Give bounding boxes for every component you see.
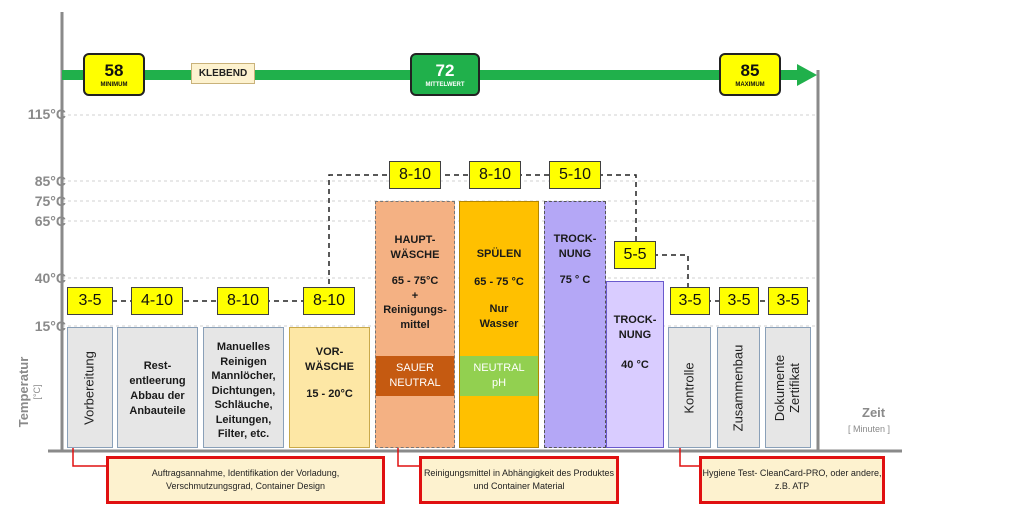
maximum-label: MAXIMUM [735, 81, 765, 88]
step-manuelles-line-1: Manuelles [216, 341, 271, 353]
step-hauptwaesche-spacer [376, 263, 454, 274]
y-axis-title: Temperatur [°C] [4, 352, 54, 432]
step-trocknung-40-line-1: TROCK- [613, 314, 657, 326]
step-kontrolle-label: Kontrolle [681, 361, 697, 414]
step-trocknung-75-line-2: NUNG [558, 247, 592, 260]
step-restentleerung-line-1: Rest- [143, 360, 172, 372]
temp-tick-75: 75°C [34, 193, 66, 209]
temp-tick-115: 115°C [27, 106, 66, 122]
mittelwert-value: 72 [435, 60, 455, 80]
step-restentleerung-line-3: Abbau der [130, 389, 185, 402]
step-hauptwaesche-line-2: WÄSCHE [390, 248, 440, 261]
y-axis-unit: [°C] [31, 384, 42, 400]
step-manuelles-line-7: Filter, etc. [217, 428, 270, 441]
step-vorwaesche: VOR- WÄSCHE 15 - 20°C [289, 327, 370, 448]
duration-badge-kontrolle: 3-5 [670, 287, 710, 315]
step-manuelles-line-6: Leitungen, [215, 413, 272, 426]
step-spuelen-temp: 65 - 75 °C [474, 275, 524, 288]
duration-badge-vorwaesche: 8-10 [303, 287, 355, 315]
step-hauptwaesche-line-1: HAUPT- [394, 234, 436, 246]
mittelwert-label: MITTELWERT [425, 81, 465, 88]
step-restentleerung-line-4: Anbauteile [129, 404, 186, 417]
duration-badge-trocknung-75: 5-10 [549, 161, 601, 189]
temp-tick-85: 85°C [34, 173, 66, 189]
step-spuelen: SPÜLEN 65 - 75 °C Nur Wasser NEUTRAL pH [459, 201, 539, 448]
step-trocknung-75-temp: 75 ° C [559, 273, 591, 286]
step-trocknung-40: TROCK- NUNG 40 °C [606, 281, 664, 448]
step-vorwaesche-line-2: WÄSCHE [305, 360, 354, 373]
step-trocknung-75: TROCK- NUNG 75 ° C [544, 201, 606, 448]
step-restentleerung-line-2: entleerung [129, 374, 186, 387]
minimum-value: 58 [104, 60, 124, 80]
step-vorbereitung: Vorbereitung [67, 327, 113, 448]
step-hauptwaesche-line-7: mittel [400, 319, 430, 332]
duration-badge-dokumente: 3-5 [768, 287, 808, 315]
step-manuelles-line-4: Dichtungen, [211, 384, 276, 397]
step-hauptwaesche-plus: + [411, 289, 419, 302]
duration-badge-hauptwaesche: 8-10 [389, 161, 441, 189]
maximum-value: 85 [740, 60, 760, 80]
note-hygiene-test: Hygiene Test- CleanCard-PRO, oder andere… [699, 456, 885, 504]
step-vorwaesche-line-1: VOR- [315, 346, 344, 358]
note-auftragsannahme: Auftragsannahme, Identifikation der Vorl… [106, 456, 385, 504]
step-dokumente: Dokumente Zertifikat [765, 327, 811, 448]
process-flow-line [103, 174, 811, 302]
step-trocknung-40-spacer [607, 343, 663, 358]
temp-tick-65: 65°C [34, 213, 66, 229]
band-ph: pH [491, 377, 507, 389]
klebend-label: KLEBEND [191, 63, 255, 84]
band-sauer: SAUER [396, 362, 434, 375]
temp-tick-40: 40°C [34, 270, 66, 286]
neutral-ph-band: NEUTRAL pH [460, 356, 538, 396]
step-spuelen-line-5: Nur [489, 302, 509, 315]
step-trocknung-40-temp: 40 °C [621, 358, 649, 371]
duration-badge-restentleerung: 4-10 [131, 287, 183, 315]
note-reinigungsmittel: Reinigungsmittel in Abhängigkeit des Pro… [419, 456, 619, 504]
step-vorwaesche-spacer [290, 375, 369, 387]
duration-badge-spuelen: 8-10 [469, 161, 521, 189]
step-kontrolle: Kontrolle [668, 327, 711, 448]
step-trocknung-75-line-1: TROCK- [553, 233, 597, 245]
band-neutral: NEUTRAL [389, 377, 441, 389]
step-spuelen-title: SPÜLEN [476, 248, 522, 260]
step-dokumente-line-2: Zertifikat [787, 362, 802, 413]
minimum-badge: 58 MINIMUM [83, 53, 145, 96]
step-manuelles-reinigen: Manuelles Reinigen Mannlöcher, Dichtunge… [203, 327, 284, 448]
step-manuelles-line-3: Mannlöcher, [211, 370, 276, 383]
step-zusammenbau: Zusammenbau [717, 327, 760, 448]
x-axis-title: Zeit [862, 405, 886, 420]
duration-badge-manuelles-reinigen: 8-10 [217, 287, 269, 315]
step-manuelles-line-2: Reinigen [220, 355, 267, 368]
step-spuelen-line-6: Wasser [479, 317, 519, 330]
minimum-label: MINIMUM [100, 81, 128, 88]
duration-badge-zusammenbau: 3-5 [719, 287, 759, 315]
step-restentleerung: Rest- entleerung Abbau der Anbauteile [117, 327, 198, 448]
band-neutral-2: NEUTRAL [473, 362, 525, 375]
step-dokumente-label: Dokumente Zertifikat [772, 354, 803, 421]
step-hauptwaesche-line-6: Reinigungs- [383, 304, 447, 317]
duration-badge-trocknung-40: 5-5 [614, 241, 656, 269]
sauer-neutral-band: SAUER NEUTRAL [376, 356, 454, 396]
temp-tick-15: 15°C [34, 318, 66, 334]
step-dokumente-line-1: Dokumente [772, 354, 788, 421]
step-hauptwaesche: HAUPT- WÄSCHE 65 - 75°C + Reinigungs- mi… [375, 201, 455, 448]
duration-badge-vorbereitung: 3-5 [67, 287, 113, 315]
maximum-badge: 85 MAXIMUM [719, 53, 781, 96]
step-manuelles-line-5: Schläuche, [214, 399, 273, 412]
mittelwert-badge: 72 MITTELWERT [410, 53, 480, 96]
x-axis-unit: [ Minuten ] [848, 424, 891, 434]
step-vorbereitung-label: Vorbereitung [81, 350, 97, 425]
step-spuelen-spacer-2 [460, 290, 538, 302]
step-vorwaesche-temp: 15 - 20°C [306, 387, 353, 400]
step-trocknung-75-spacer [545, 262, 605, 273]
step-hauptwaesche-temp: 65 - 75°C [391, 274, 439, 287]
step-spuelen-spacer-1 [460, 262, 538, 275]
step-zusammenbau-label: Zusammenbau [730, 344, 746, 431]
y-axis-title-text: Temperatur [15, 356, 31, 428]
step-trocknung-40-line-2: NUNG [618, 328, 652, 341]
